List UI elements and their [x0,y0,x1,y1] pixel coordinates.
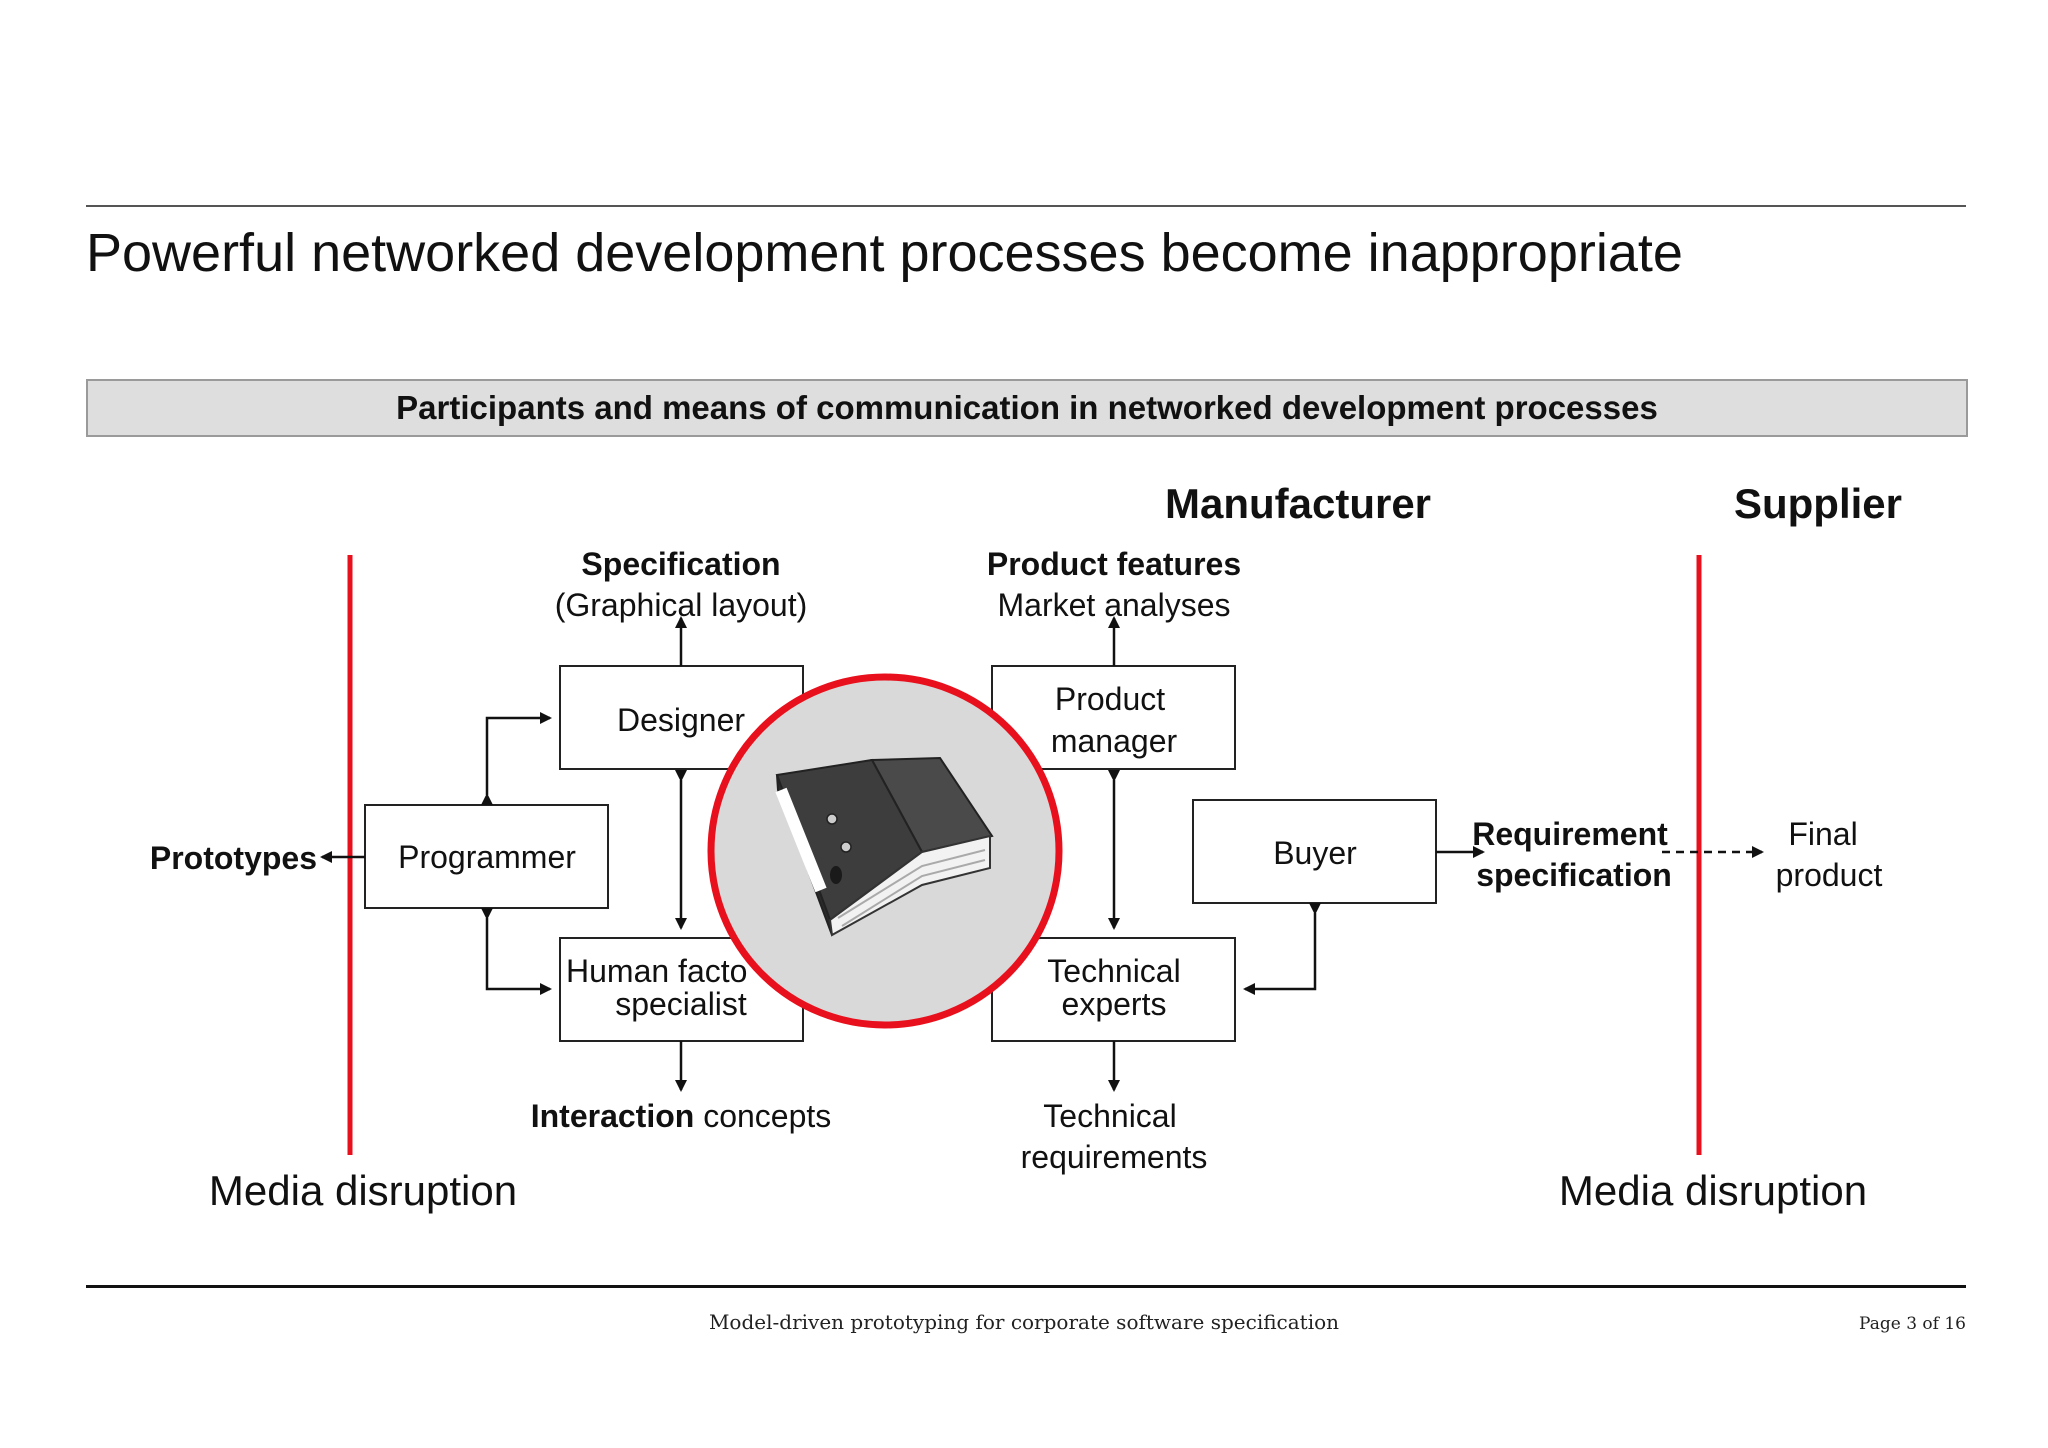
requirement-label-1: Requirement [1472,816,1668,852]
technical-experts-label-2: experts [1062,986,1167,1022]
product-manager-label-1: Product [1055,681,1165,717]
market-analyses-label: Market analyses [998,587,1231,623]
interaction-concepts-label: Interaction concepts [531,1098,832,1134]
prototypes-label: Prototypes [150,840,317,876]
banner-text: Participants and means of communication … [396,389,1658,426]
graphical-layout-label: (Graphical layout) [555,587,808,623]
product-features-label: Product features [987,546,1241,582]
technical-requirements-label-1: Technical [1043,1098,1176,1134]
programmer-label: Programmer [398,839,576,875]
bottom-rule [86,1285,1966,1288]
requirement-label-2: specification [1476,857,1672,893]
specification-label: Specification [581,546,780,582]
arrow-programmer-designer [481,712,552,805]
top-rule [86,205,1966,207]
arrow-programmer-human [481,908,552,995]
media-disruption-right: Media disruption [1559,1167,1867,1214]
product-manager-label-2: manager [1051,723,1178,759]
technical-experts-box [991,937,1236,1042]
buyer-label: Buyer [1273,835,1357,871]
slide-title: Powerful networked development processes… [86,223,1683,283]
arrow-buyer-technical [1243,903,1321,995]
interaction-rest: concepts [694,1098,831,1134]
designer-label: Designer [617,702,745,738]
footer-title: Model-driven prototyping for corporate s… [708,1310,1340,1334]
media-disruption-left: Media disruption [209,1167,517,1214]
section-banner: Participants and means of communication … [86,379,1968,437]
binder-icon [775,756,994,937]
center-binder-circle [707,673,1063,1029]
final-product-label-1: Final [1788,816,1857,852]
human-factors-label-1: Human facto [566,953,747,989]
buyer-box [1192,799,1437,904]
technical-experts-label-1: Technical [1047,953,1180,989]
human-factors-label-2: specialist [615,986,747,1022]
technical-requirements-label-2: requirements [1021,1139,1208,1175]
header-supplier: Supplier [1734,480,1902,527]
header-manufacturer: Manufacturer [1165,480,1431,527]
page-number: Page 3 of 16 [1859,1314,1966,1334]
interaction-bold: Interaction [531,1098,695,1134]
final-product-label-2: product [1776,857,1883,893]
